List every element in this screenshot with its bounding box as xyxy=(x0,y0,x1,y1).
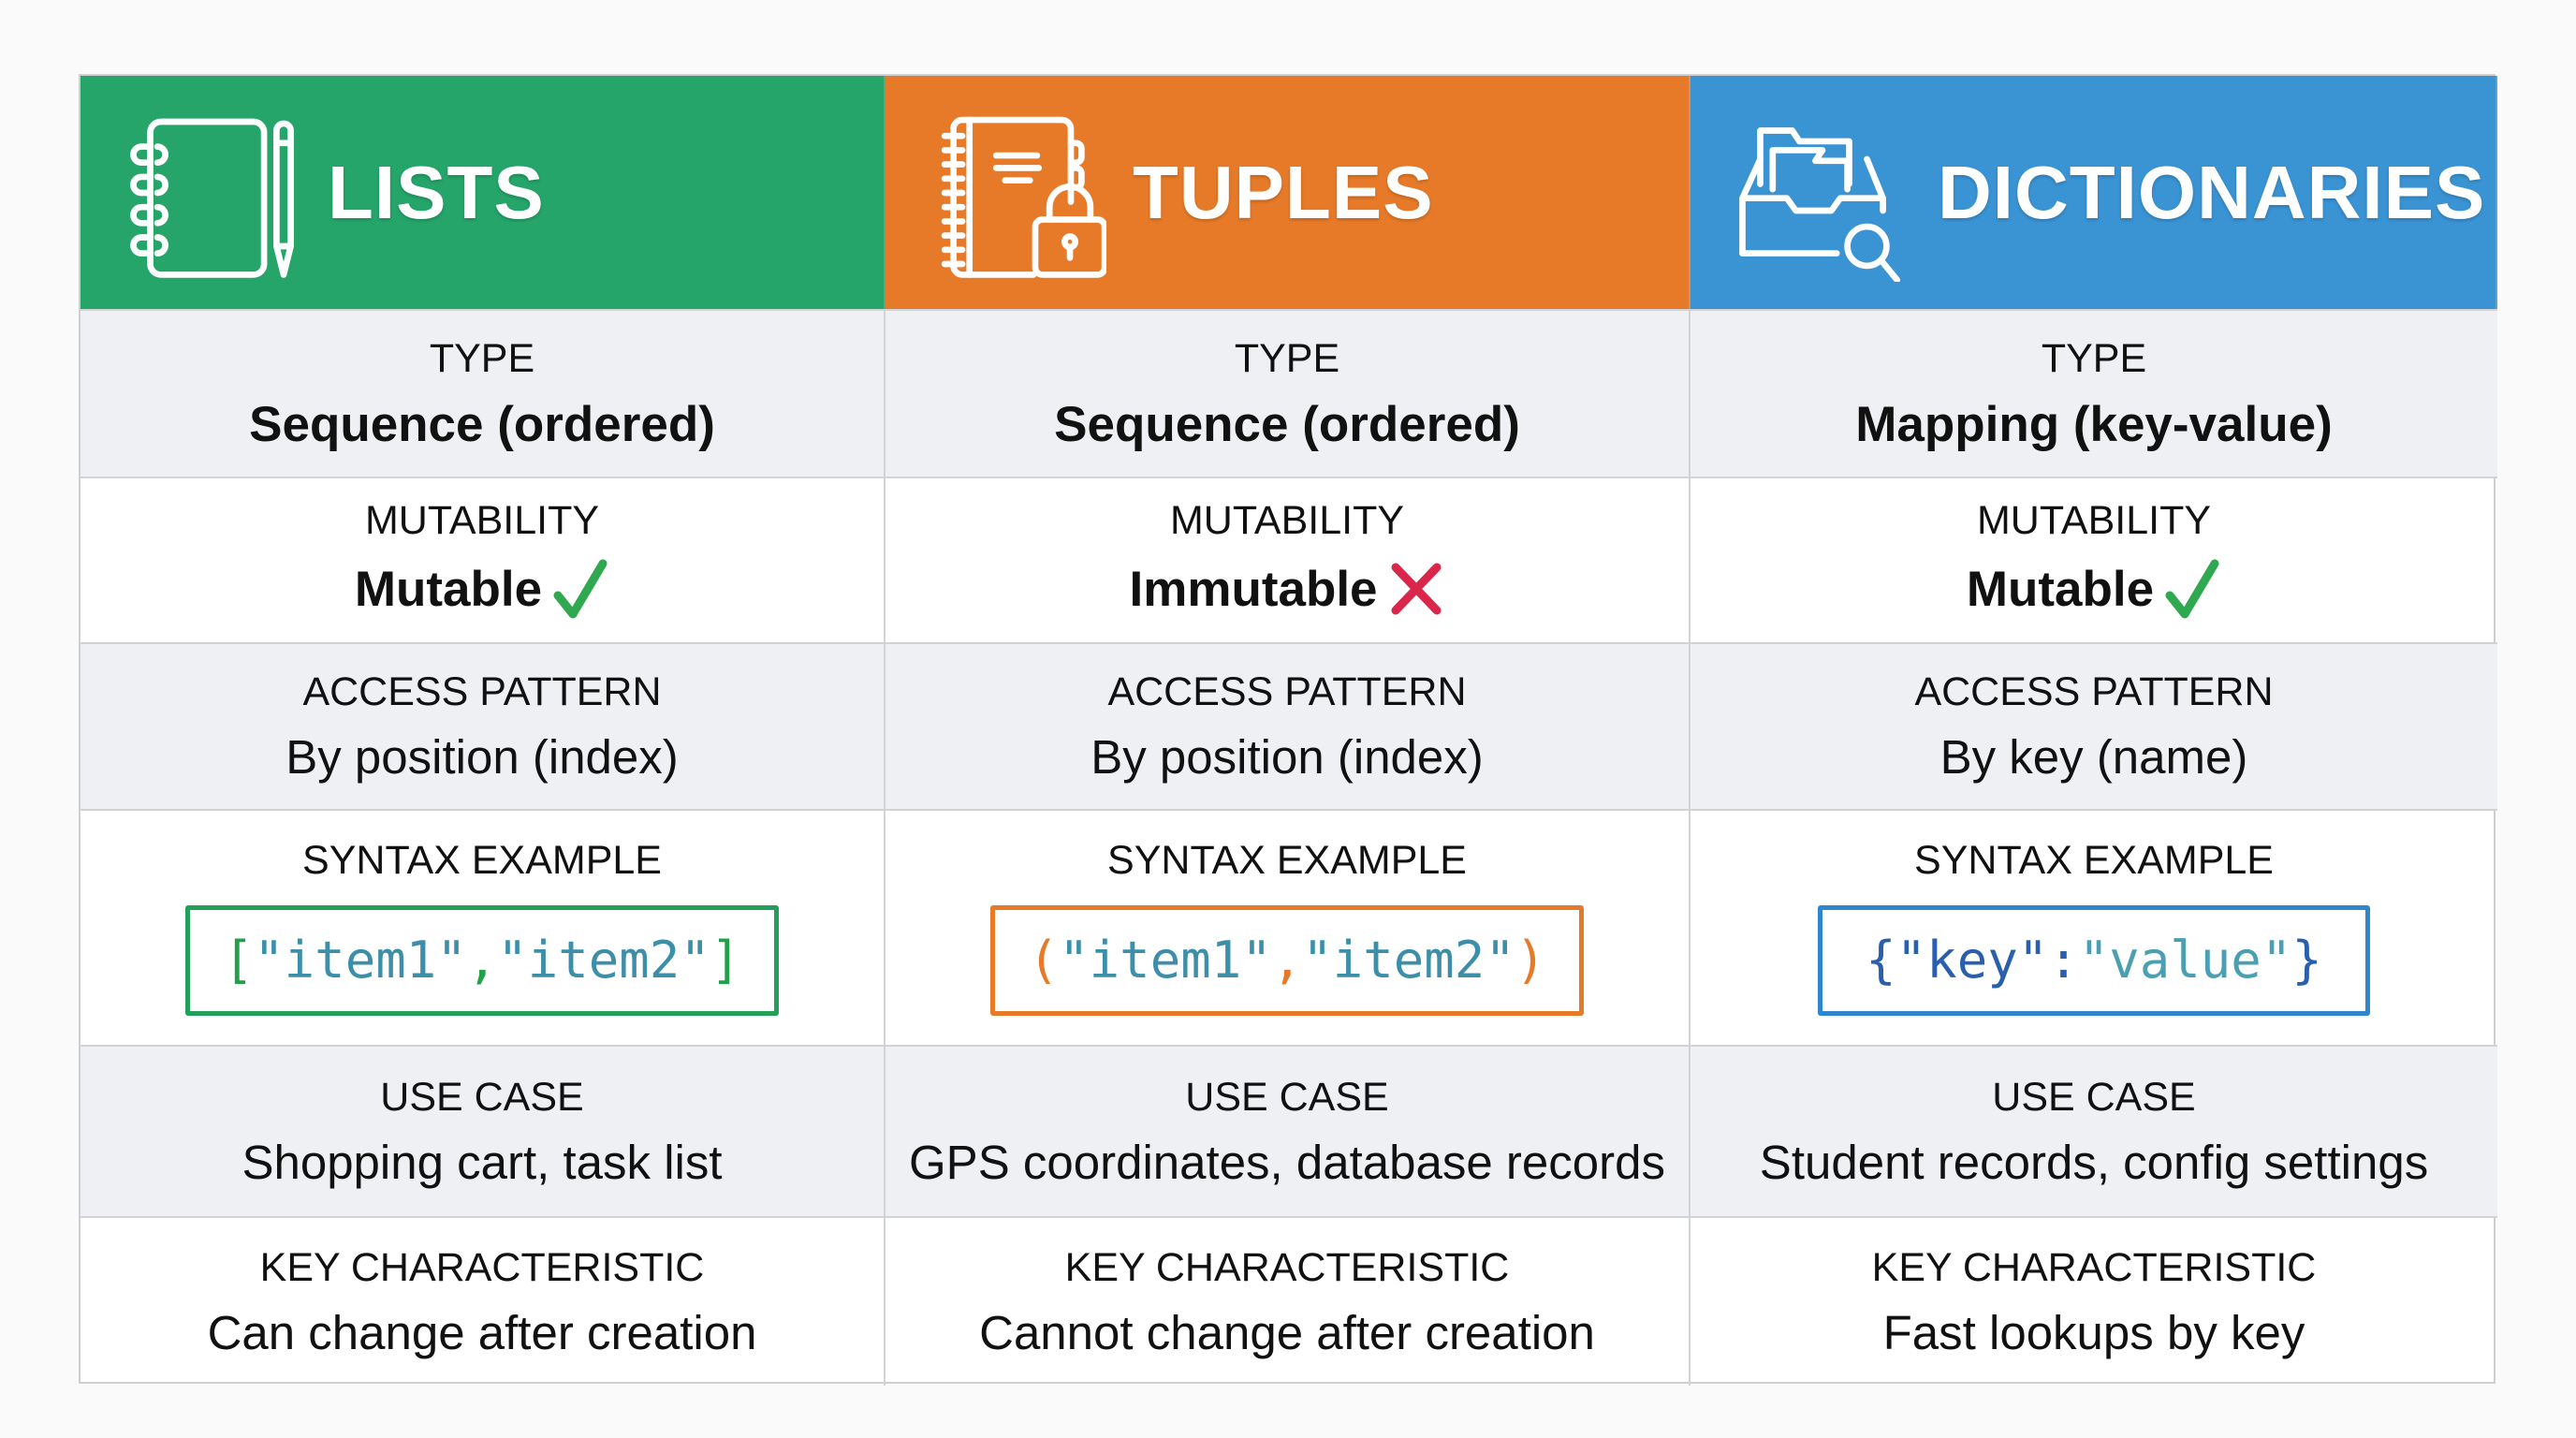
usecase-label: USE CASE xyxy=(1992,1074,2196,1120)
type-label: TYPE xyxy=(429,335,535,381)
x-icon xyxy=(1387,558,1445,620)
usecase-label: USE CASE xyxy=(1185,1074,1389,1120)
usecase-cell-dictionaries: USE CASE Student records, config setting… xyxy=(1690,1045,2497,1216)
access-label: ACCESS PATTERN xyxy=(1914,669,2274,714)
notebook-pencil-icon xyxy=(124,104,301,282)
mutability-cell-dictionaries: MUTABILITY Mutable xyxy=(1690,477,2497,642)
comparison-table: LISTS TUPLES xyxy=(79,74,2497,1386)
type-cell-tuples: TYPE Sequence (ordered) xyxy=(886,309,1690,477)
access-value: By position (index) xyxy=(285,730,679,784)
usecase-cell-lists: USE CASE Shopping cart, task list xyxy=(80,1045,886,1216)
keychar-cell-tuples: KEY CHARACTERISTIC Cannot change after c… xyxy=(886,1216,1690,1386)
access-value: By position (index) xyxy=(1090,730,1484,784)
access-cell-tuples: ACCESS PATTERN By position (index) xyxy=(886,642,1690,809)
access-cell-lists: ACCESS PATTERN By position (index) xyxy=(80,642,886,809)
check-icon xyxy=(2163,558,2221,620)
usecase-value: GPS coordinates, database records xyxy=(909,1135,1665,1189)
code-example: {"key": "value"} xyxy=(1818,904,2370,1016)
mutability-label: MUTABILITY xyxy=(1976,498,2212,543)
type-value: Mapping (key-value) xyxy=(1855,396,2333,452)
column-title: TUPLES xyxy=(1133,150,1434,234)
mutability-label: MUTABILITY xyxy=(364,498,600,543)
type-label: TYPE xyxy=(1234,335,1340,381)
type-label: TYPE xyxy=(2041,335,2147,381)
access-value: By key (name) xyxy=(1939,730,2248,784)
header-dictionaries: DICTIONARIES xyxy=(1690,76,2497,309)
keychar-label: KEY CHARACTERISTIC xyxy=(1871,1244,2317,1290)
syntax-cell-lists: SYNTAX EXAMPLE ["item1", "item2"] xyxy=(80,809,886,1045)
column-title: DICTIONARIES xyxy=(1938,150,2486,234)
keychar-label: KEY CHARACTERISTIC xyxy=(1064,1244,1510,1290)
check-icon xyxy=(551,558,609,620)
type-value: Sequence (ordered) xyxy=(249,396,715,452)
file-drawer-search-icon xyxy=(1734,104,1911,283)
keychar-cell-lists: KEY CHARACTERISTIC Can change after crea… xyxy=(80,1216,886,1386)
usecase-value: Student records, config settings xyxy=(1759,1135,2429,1189)
usecase-value: Shopping cart, task list xyxy=(242,1135,723,1189)
mutability-value: Mutable xyxy=(354,561,543,617)
header-lists: LISTS xyxy=(80,76,886,309)
code-example: ("item1", "item2") xyxy=(990,904,1584,1016)
keychar-value: Cannot change after creation xyxy=(979,1305,1595,1359)
locked-notebook-icon xyxy=(929,104,1108,282)
keychar-cell-dictionaries: KEY CHARACTERISTIC Fast lookups by key xyxy=(1690,1216,2497,1386)
syntax-cell-dictionaries: SYNTAX EXAMPLE {"key": "value"} xyxy=(1690,809,2497,1045)
header-tuples: TUPLES xyxy=(886,76,1690,309)
code-example: ["item1", "item2"] xyxy=(185,904,779,1016)
usecase-cell-tuples: USE CASE GPS coordinates, database recor… xyxy=(886,1045,1690,1216)
mutability-cell-lists: MUTABILITY Mutable xyxy=(80,477,886,642)
syntax-label: SYNTAX EXAMPLE xyxy=(302,837,662,883)
mutability-value: Mutable xyxy=(1966,561,2155,617)
type-cell-dictionaries: TYPE Mapping (key-value) xyxy=(1690,309,2497,477)
syntax-label: SYNTAX EXAMPLE xyxy=(1914,837,2274,883)
keychar-value: Can change after creation xyxy=(207,1305,757,1359)
type-value: Sequence (ordered) xyxy=(1054,396,1520,452)
column-title: LISTS xyxy=(328,150,545,234)
keychar-value: Fast lookups by key xyxy=(1882,1305,2305,1359)
mutability-cell-tuples: MUTABILITY Immutable xyxy=(886,477,1690,642)
syntax-label: SYNTAX EXAMPLE xyxy=(1107,837,1467,883)
mutability-label: MUTABILITY xyxy=(1169,498,1405,543)
usecase-label: USE CASE xyxy=(380,1074,584,1120)
syntax-cell-tuples: SYNTAX EXAMPLE ("item1", "item2") xyxy=(886,809,1690,1045)
type-cell-lists: TYPE Sequence (ordered) xyxy=(80,309,886,477)
mutability-value: Immutable xyxy=(1129,561,1378,617)
keychar-label: KEY CHARACTERISTIC xyxy=(259,1244,705,1290)
access-cell-dictionaries: ACCESS PATTERN By key (name) xyxy=(1690,642,2497,809)
access-label: ACCESS PATTERN xyxy=(1107,669,1467,714)
access-label: ACCESS PATTERN xyxy=(302,669,662,714)
